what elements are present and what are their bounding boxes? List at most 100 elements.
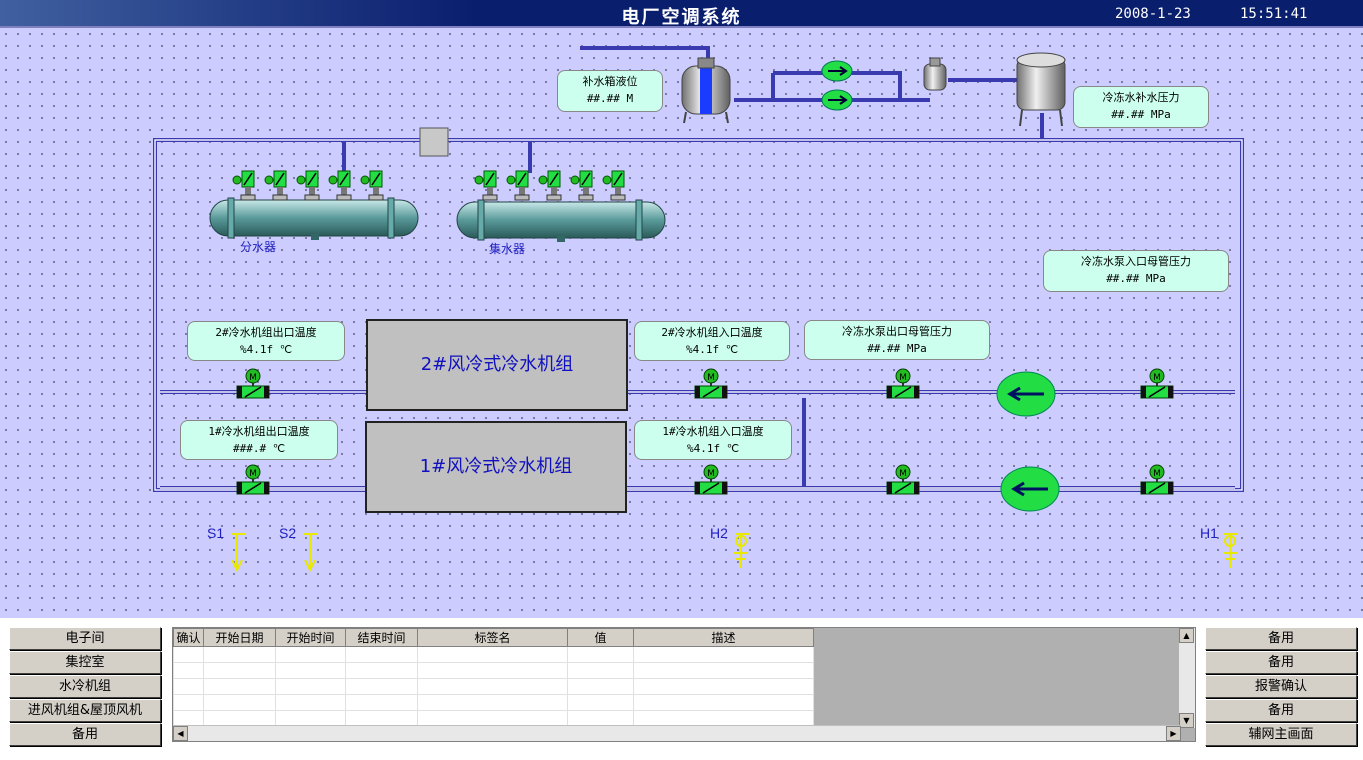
flag-s1-label: S1 xyxy=(207,525,225,541)
alarm-col-header[interactable]: 描述 xyxy=(633,628,814,647)
bottom-panel: 电子间 集控室 水冷机组 进风机组&屋顶风机 备用 确认开始日期开始时间结束时间… xyxy=(0,618,1363,760)
unit2-outlet-temp-value: %4.1f ℃ xyxy=(239,343,293,356)
aux-main-screen-button[interactable]: 辅网主画面 xyxy=(1205,723,1357,746)
alarm-table: 确认开始日期开始时间结束时间标签名值描述 xyxy=(173,628,814,727)
alarm-col-header[interactable]: 确认 xyxy=(173,628,204,647)
app-title: 电厂空调系统 xyxy=(621,7,742,28)
pump-outlet-pressure-label: 冷冻水泵出口母管压力 xyxy=(842,325,952,338)
header-valve-icon[interactable] xyxy=(232,170,256,201)
unit1-outlet-temp-label: 1#冷水机组出口温度 xyxy=(208,425,310,438)
header-valve-icon[interactable] xyxy=(328,170,352,201)
alarm-vertical-scrollbar[interactable]: ▲ ▼ xyxy=(1179,628,1195,728)
table-row[interactable] xyxy=(173,678,814,695)
nav-water-chiller-button[interactable]: 水冷机组 xyxy=(9,675,161,698)
nav-spare-button[interactable]: 备用 xyxy=(9,723,161,746)
makeup-pump-2 xyxy=(821,89,853,111)
flag-h2-label: H2 xyxy=(710,525,728,541)
valve-letter: M xyxy=(1153,373,1161,383)
flow-switch-icon xyxy=(304,533,318,573)
pump-outlet-pressure-box: 冷冻水泵出口母管压力 ##.## MPa xyxy=(804,320,990,360)
motor-valve-icon[interactable]: M xyxy=(236,464,270,495)
table-row[interactable] xyxy=(173,646,814,663)
time-readout: 15:51:41 xyxy=(1240,6,1308,22)
filter-vessel xyxy=(923,57,947,91)
motor-valve-icon[interactable]: M xyxy=(1140,368,1174,399)
motor-valve-icon[interactable]: M xyxy=(694,368,728,399)
chw-pump-1 xyxy=(1000,466,1060,512)
scroll-up-icon[interactable]: ▲ xyxy=(1179,628,1194,643)
makeup-tank xyxy=(681,57,731,124)
alarm-col-header[interactable]: 值 xyxy=(567,628,634,647)
motor-valve-icon[interactable]: M xyxy=(694,464,728,495)
header-valve-icon[interactable] xyxy=(296,170,320,201)
scroll-right-icon[interactable]: ▶ xyxy=(1166,726,1181,741)
unit1-outlet-temp-value: ###.# ℃ xyxy=(232,442,286,455)
line-valves: M M M M M M M M xyxy=(236,368,1174,495)
chiller-unit-1-label[interactable]: 1#风冷式冷水机组 xyxy=(419,456,573,477)
alarm-col-header[interactable]: 开始时间 xyxy=(275,628,346,647)
tank-level-box: 补水箱液位 ##.## M xyxy=(557,70,663,112)
scroll-down-icon[interactable]: ▼ xyxy=(1179,713,1194,728)
valve-letter: M xyxy=(249,373,257,383)
motor-valve-icon[interactable]: M xyxy=(886,464,920,495)
alarm-col-header[interactable]: 结束时间 xyxy=(345,628,418,647)
alarm-col-header[interactable]: 开始日期 xyxy=(203,628,276,647)
header-valve-icon[interactable] xyxy=(602,170,626,201)
pump-inlet-pressure-label: 冷冻水泵入口母管压力 xyxy=(1081,255,1191,268)
chiller-unit-1-box xyxy=(365,421,627,513)
spare-button-2[interactable]: 备用 xyxy=(1205,651,1357,674)
header-valve-icon[interactable] xyxy=(506,170,530,201)
title-bar: 电厂空调系统 2008-1-23 15:51:41 xyxy=(0,0,1363,28)
unit1-outlet-temp-box: 1#冷水机组出口温度 ###.# ℃ xyxy=(180,420,338,460)
header-valve-icon[interactable] xyxy=(360,170,384,201)
header-valve-icon[interactable] xyxy=(538,170,562,201)
spare-button-3[interactable]: 备用 xyxy=(1205,699,1357,722)
unit2-inlet-temp-value: %4.1f ℃ xyxy=(685,343,739,356)
makeup-pump-1 xyxy=(821,60,853,82)
unit2-inlet-temp-box: 2#冷水机组入口温度 %4.1f ℃ xyxy=(634,321,790,361)
nav-control-room-button[interactable]: 集控室 xyxy=(9,651,161,674)
collector-label: 集水器 xyxy=(489,242,526,256)
alarm-horizontal-scrollbar[interactable]: ◀ ▶ xyxy=(173,725,1181,741)
unit2-outlet-temp-label: 2#冷水机组出口温度 xyxy=(215,326,317,339)
unit1-inlet-temp-label: 1#冷水机组入口温度 xyxy=(662,425,764,438)
valve-letter: M xyxy=(249,469,257,479)
process-diagram: M M M M M M M M 补水箱液位 ##.## M 冷冻水补水压力 ##.## MPa… xyxy=(0,28,1363,618)
nav-electronic-room-button[interactable]: 电子间 xyxy=(9,627,161,650)
pump-inlet-pressure-value: ##.## MPa xyxy=(1106,272,1166,285)
chiller-unit-2-label[interactable]: 2#风冷式冷水机组 xyxy=(420,354,574,375)
pump-inlet-pressure-box: 冷冻水泵入口母管压力 ##.## MPa xyxy=(1043,250,1229,292)
alarm-list: 确认开始日期开始时间结束时间标签名值描述 ▲ ▼ ◀ ▶ xyxy=(172,627,1196,742)
flow-switch-icon xyxy=(1223,533,1238,568)
alarm-col-header[interactable]: 标签名 xyxy=(417,628,568,647)
unit1-inlet-temp-value: %4.1f ℃ xyxy=(686,442,740,455)
header-valves xyxy=(232,170,626,201)
valve-letter: M xyxy=(707,373,715,383)
motor-valve-icon[interactable]: M xyxy=(886,368,920,399)
spare-button-1[interactable]: 备用 xyxy=(1205,627,1357,650)
makeup-pressure-label: 冷冻水补水压力 xyxy=(1102,91,1180,104)
header-valve-icon[interactable] xyxy=(264,170,288,201)
nav-fan-units-button[interactable]: 进风机组&屋顶风机 xyxy=(9,699,161,722)
tank-level-label: 补水箱液位 xyxy=(582,75,638,88)
unit2-inlet-temp-label: 2#冷水机组入口温度 xyxy=(661,326,763,339)
motor-valve-icon[interactable]: M xyxy=(236,368,270,399)
chiller-unit-2-box xyxy=(366,319,628,411)
motor-valve-icon[interactable]: M xyxy=(1140,464,1174,495)
table-row[interactable] xyxy=(173,694,814,711)
flag-s2-label: S2 xyxy=(279,525,297,541)
alarm-ack-button[interactable]: 报警确认 xyxy=(1205,675,1357,698)
valve-letter: M xyxy=(899,469,907,479)
table-row[interactable] xyxy=(173,662,814,679)
unit1-inlet-temp-box: 1#冷水机组入口温度 %4.1f ℃ xyxy=(634,420,792,460)
collector-header xyxy=(456,199,666,242)
header-valve-icon[interactable] xyxy=(474,170,498,201)
distributor-header xyxy=(209,197,419,240)
scroll-left-icon[interactable]: ◀ xyxy=(173,726,188,741)
header-valve-icon[interactable] xyxy=(570,170,594,201)
unit2-outlet-temp-box: 2#冷水机组出口温度 %4.1f ℃ xyxy=(187,321,345,361)
tank-level-value: ##.## M xyxy=(586,92,634,105)
distributor-label: 分水器 xyxy=(240,240,277,254)
flag-h1-label: H1 xyxy=(1200,525,1218,541)
flow-switches xyxy=(231,533,1238,573)
